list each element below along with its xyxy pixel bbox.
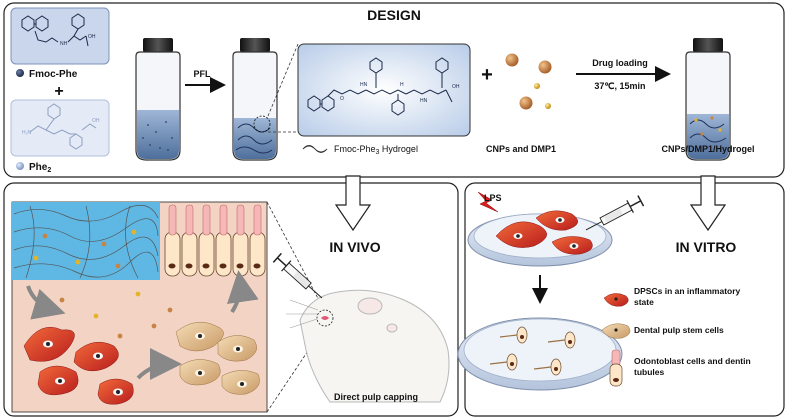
syringe-in-vitro-icon [585,195,645,231]
phe2-sphere-icon [16,162,24,170]
svg-text:H₂N: H₂N [22,130,32,136]
rat-head-icon [286,289,450,403]
hydrogel-fiber-icon [302,145,328,153]
legend-inflammatory-line1: DPSCs in an inflammatory [634,286,741,296]
zoom-line-top [267,43,299,117]
svg-text:H: H [400,82,404,88]
legend-odontoblast-line1: Odontoblast cells and dentin [634,356,751,366]
svg-text:HN: HN [420,98,428,104]
inflamed-cells-dish [467,210,613,267]
direct-pulp-capping-label: Direct pulp capping [334,392,418,402]
svg-text:O: O [340,96,344,102]
conditions-label: 37℃, 15min [594,81,645,91]
legend-inflammatory-line2: state [634,297,654,307]
drug-loading-label: Drug loading [592,58,648,68]
fmoc-phe-sphere-icon [16,69,24,77]
fmoc-phe3-structure: O HN H HN OH [307,57,460,116]
hydrogel-jar-icon [232,38,278,161]
legend-inflammatory-cell-icon [603,293,629,307]
phe2-label: Phe2 [29,162,51,174]
tissue-illustration [11,201,268,413]
lps-label: LPS [484,193,502,203]
svg-text:OH: OH [92,118,100,124]
hydrogel-label: Fmoc-Phe3 Hydrogel [334,144,418,156]
solution-jar-icon [135,38,181,161]
plus-sign-left: + [54,83,63,100]
in-vivo-title: IN VIVO [329,239,380,255]
legend-odontoblast-line2: tubules [634,367,664,377]
syringe-in-vivo-icon [272,252,323,299]
product-label: CNPs/DMP1/Hydrogel [661,144,754,154]
design-title: DESIGN [367,7,421,23]
svg-text:HN: HN [360,82,368,88]
svg-text:OH: OH [88,34,96,40]
fmoc-phe-structure: NH OH [21,13,96,47]
legend-dpsc-label: Dental pulp stem cells [634,325,724,335]
fmoc-phe3-structure-box [297,43,471,137]
legend-dpsc-icon [601,323,631,339]
cnps-dmp1-label: CNPs and DMP1 [486,144,556,154]
cnp-nanoparticles-icon [505,53,552,110]
lps-lightning-icon [477,191,499,213]
fmoc-phe-label: Fmoc-Phe [29,69,78,80]
plus-sign-right: + [481,64,493,86]
differentiated-cells-dish [457,317,623,391]
pfl-label: PFL [194,69,212,79]
phe2-structure: H₂N OH [22,103,100,150]
svg-text:OH: OH [452,84,460,90]
drug-loaded-hydrogel-jar-icon [685,38,731,161]
legend-odontoblast-icon [609,349,623,387]
dmp1-particles-icon [534,83,551,109]
svg-text:NH: NH [60,41,68,47]
phe2-structure-box [10,99,110,157]
in-vivo-hollow-arrow [334,175,372,232]
in-vitro-hollow-arrow [689,175,727,232]
in-vitro-title: IN VITRO [676,239,737,255]
